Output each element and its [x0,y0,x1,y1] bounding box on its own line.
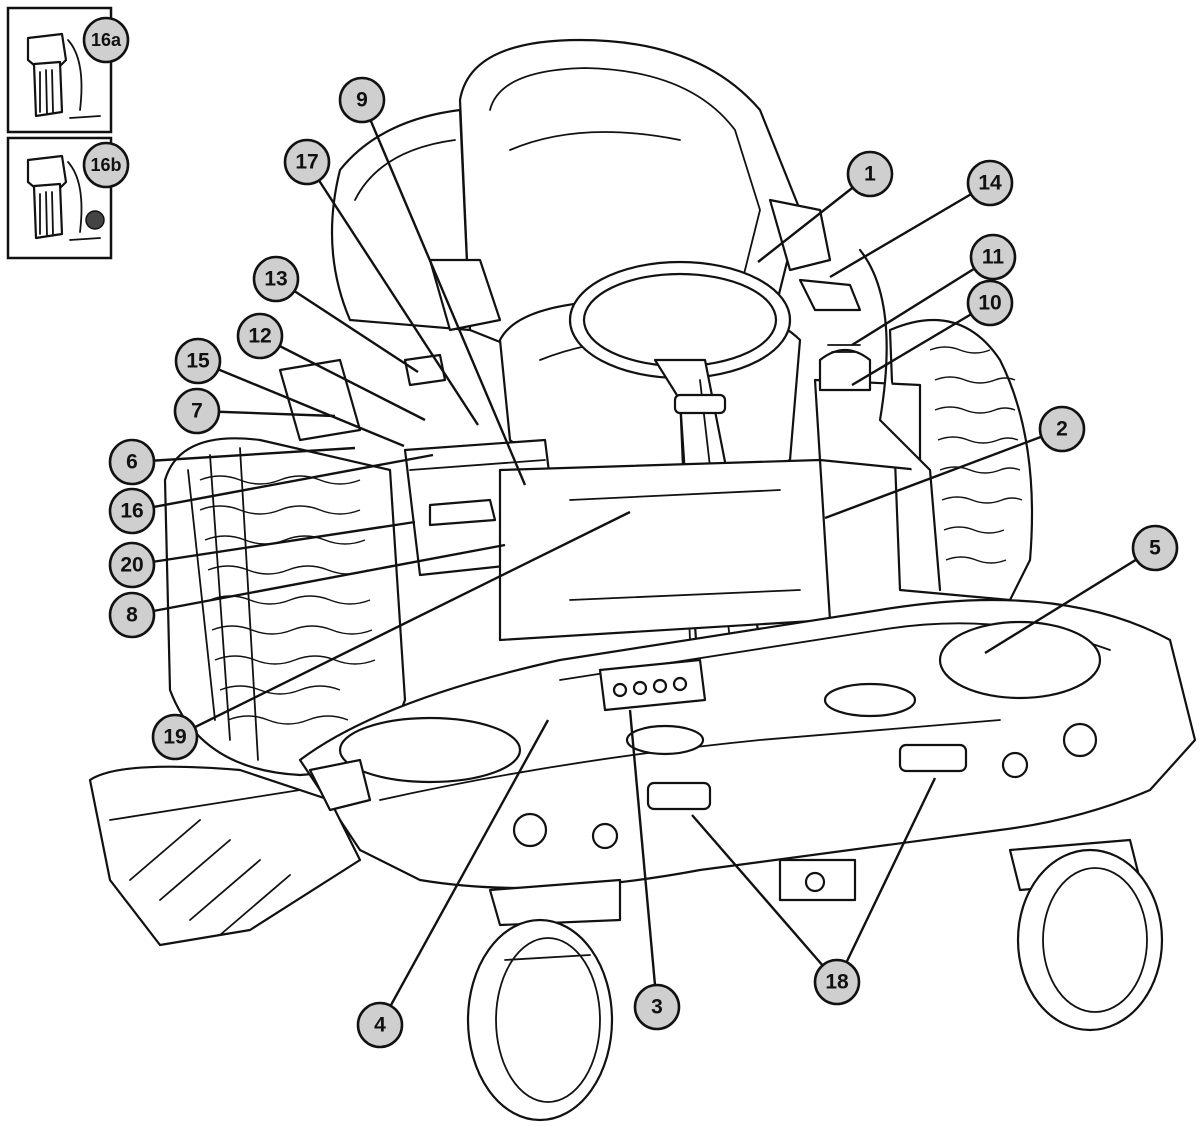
svg-text:15: 15 [186,350,210,373]
svg-text:18: 18 [825,971,849,994]
callout-4: 4 [356,1001,404,1049]
rear-left-tire [163,437,407,777]
svg-text:17: 17 [295,151,318,174]
svg-text:14: 14 [978,172,1002,195]
leader-lines [131,99,1156,1026]
inset-16b [6,136,113,260]
svg-text:19: 19 [163,726,186,749]
callout-19: 19 [151,713,199,761]
svg-text:16b: 16b [90,155,121,175]
callout-16a: 16a [82,16,130,64]
callout-10: 10 [966,279,1014,327]
callout-13: 13 [252,255,300,303]
callout-7: 7 [173,387,221,435]
svg-text:7: 7 [191,400,203,423]
callout-20: 20 [108,541,156,589]
callout-14: 14 [966,159,1014,207]
svg-text:20: 20 [120,554,143,577]
callout-9: 9 [338,76,386,124]
callout-5: 5 [1131,524,1179,572]
callout-3: 3 [633,983,681,1031]
callout-6: 6 [108,438,156,486]
right-fuel-console [798,248,942,592]
svg-text:4: 4 [374,1014,386,1037]
callout-15: 15 [174,337,222,385]
chassis-body [498,458,832,642]
front-left-caster [466,878,622,1122]
callout-18: 18 [813,958,861,1006]
svg-text:2: 2 [1056,418,1068,441]
discharge-chute [88,758,372,947]
rear-right-tire [888,318,1034,602]
seat [330,38,832,488]
callout-11: 11 [969,233,1017,281]
svg-text:1: 1 [864,163,876,186]
mower-deck [298,598,1197,902]
callout-12: 12 [236,312,284,360]
svg-text:10: 10 [978,292,1001,315]
svg-text:13: 13 [264,268,287,291]
svg-text:6: 6 [126,451,138,474]
callout-16b: 16b [82,141,130,189]
callout-1: 1 [846,150,894,198]
svg-text:8: 8 [126,604,138,627]
callout-17: 17 [283,138,331,186]
svg-text:5: 5 [1149,537,1161,560]
callout-8: 8 [108,591,156,639]
front-right-caster [1008,838,1164,1032]
svg-text:3: 3 [651,996,663,1019]
svg-text:16: 16 [120,500,143,523]
callout-16: 16 [108,487,156,535]
svg-text:11: 11 [982,246,1005,269]
svg-text:9: 9 [356,89,368,112]
svg-text:16a: 16a [91,30,122,50]
callout-2: 2 [1038,405,1086,453]
svg-text:12: 12 [248,325,271,348]
